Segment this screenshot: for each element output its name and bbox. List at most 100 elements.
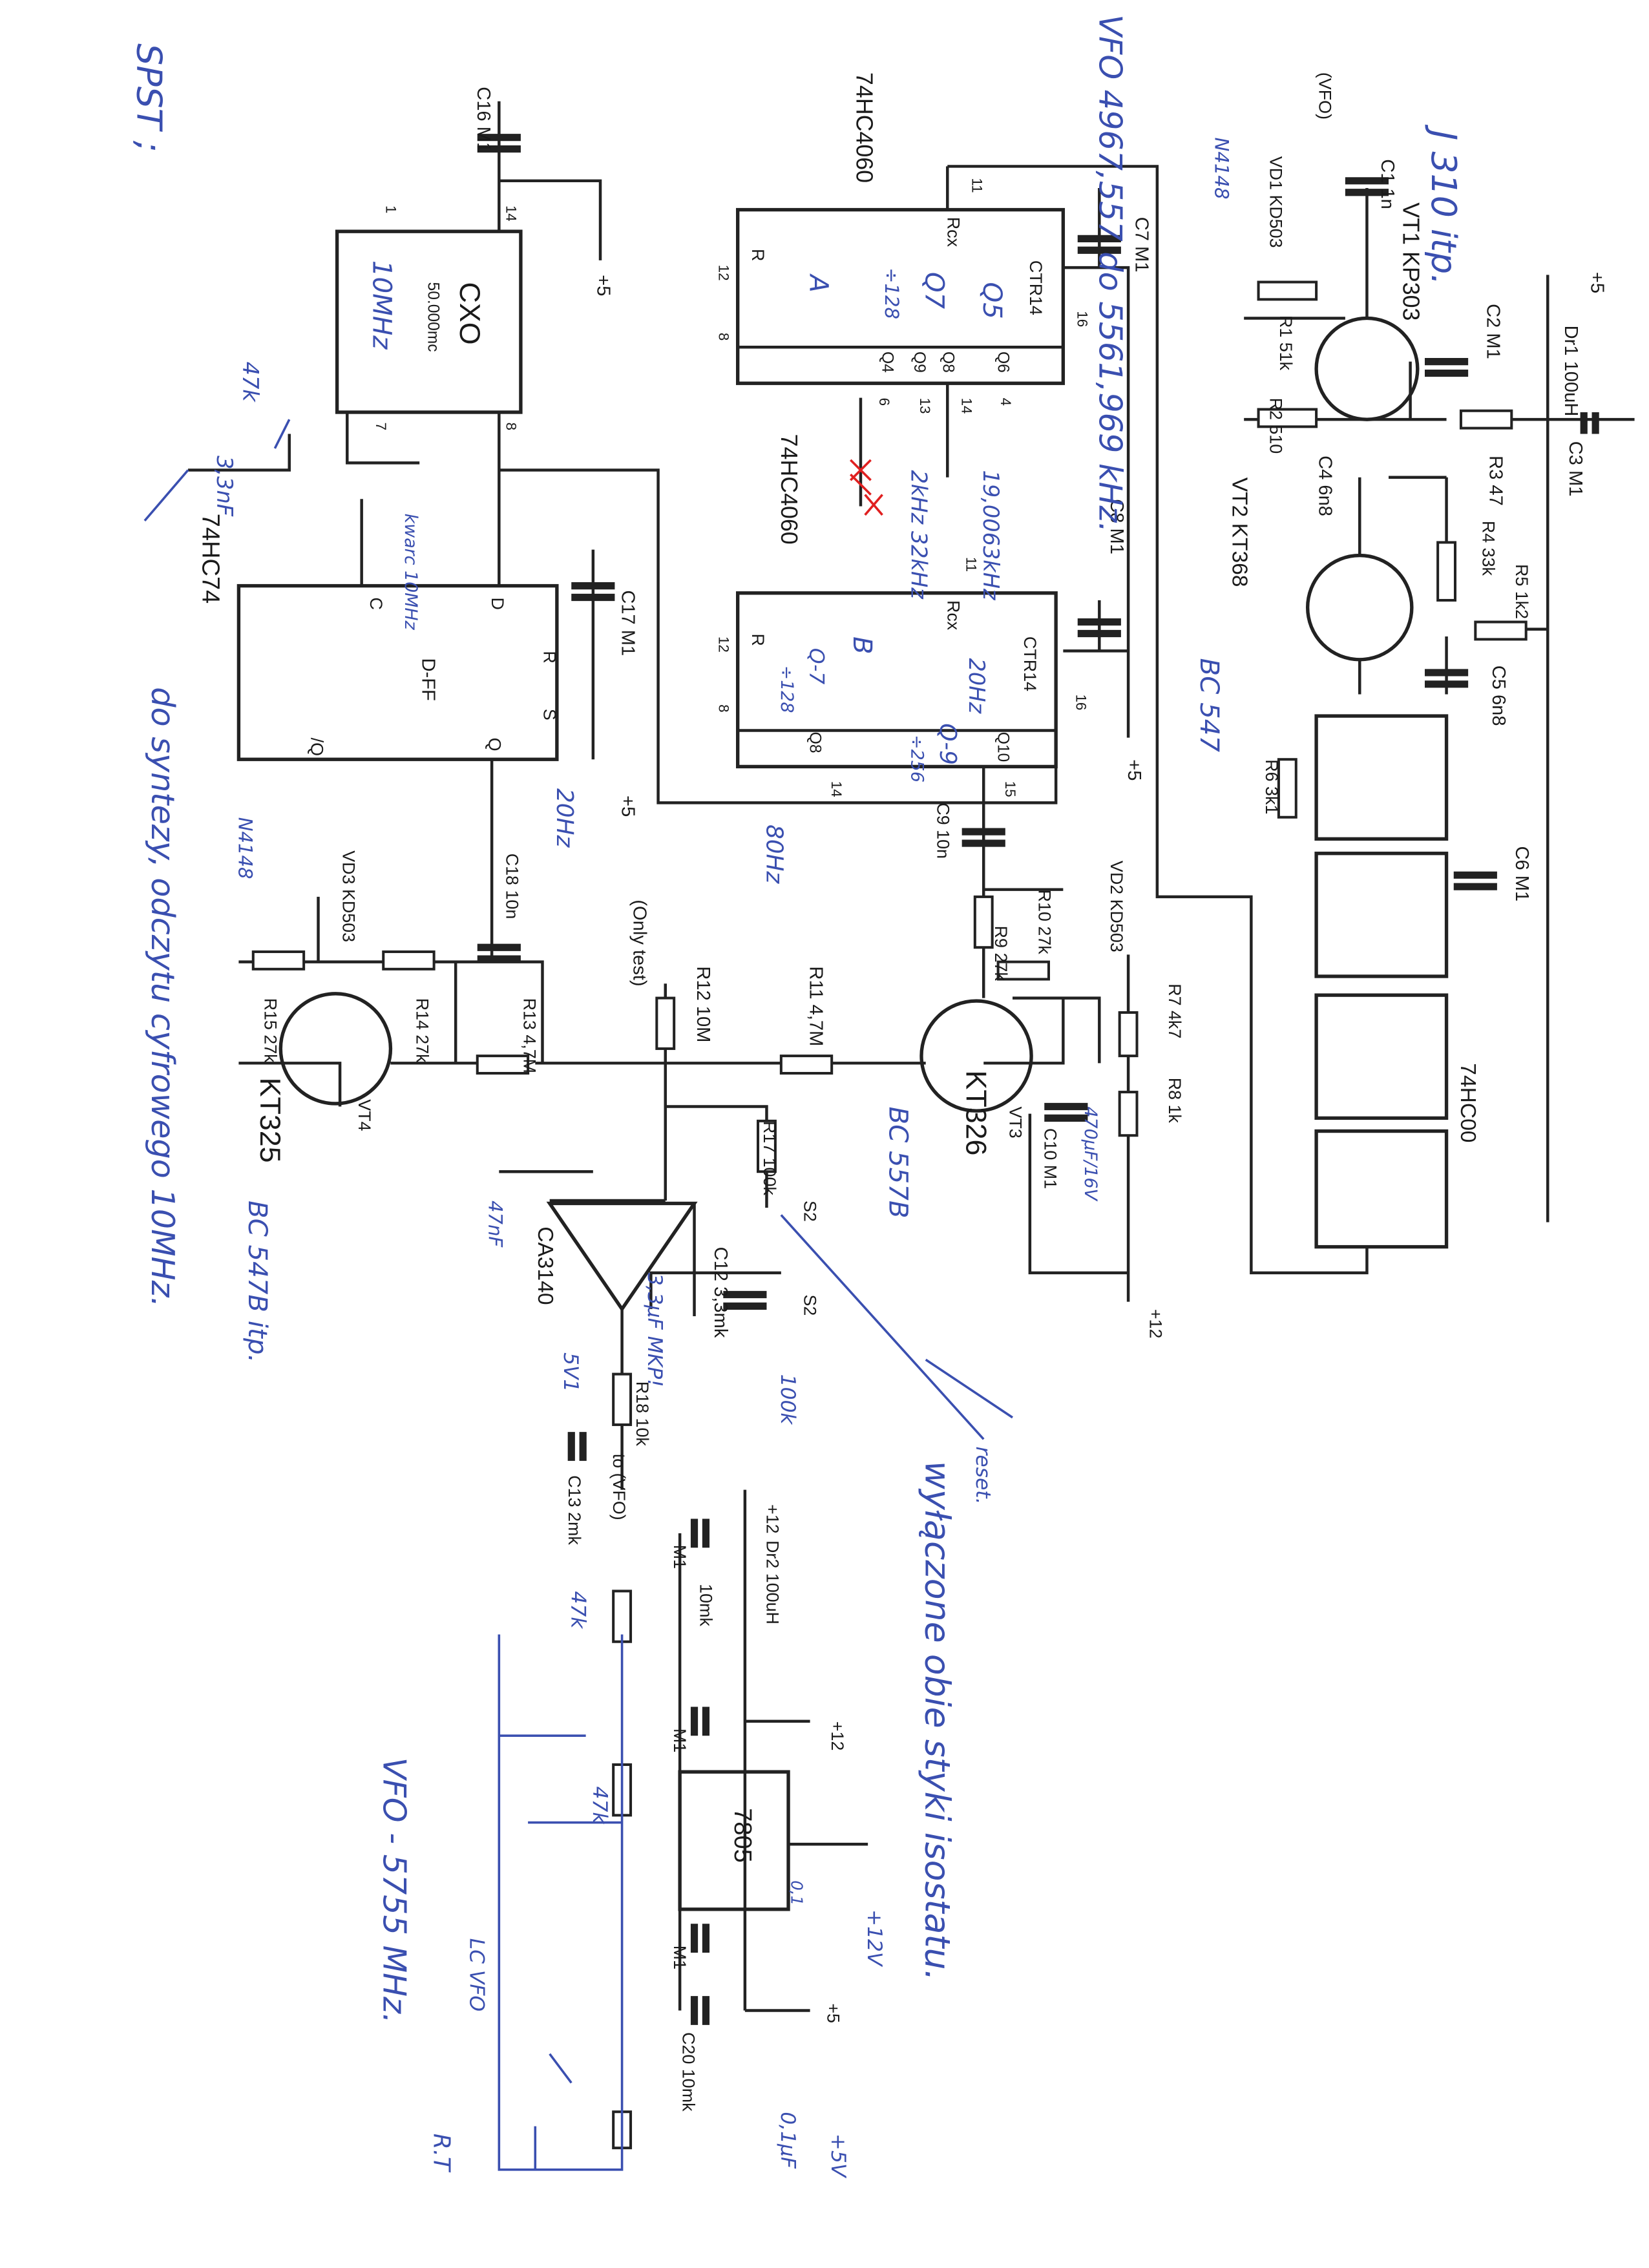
d-label: D (488, 598, 507, 610)
kvarc-label: kwarc 10MHz (401, 514, 421, 631)
capacitors (477, 134, 1599, 2025)
pin8-label: 8 (503, 423, 520, 430)
c6-label: C6 M1 (1511, 846, 1532, 902)
div128-a-label: ÷128 (881, 268, 903, 319)
vt3-label: VT3 (1006, 1106, 1025, 1138)
r6-label: R6 3k1 (1262, 759, 1281, 814)
plus5v-label: +5V (826, 2134, 850, 2179)
c8-label: C8 M1 (1106, 499, 1127, 554)
r-a-label: R (748, 249, 768, 261)
spst-label: SPST ; (129, 43, 170, 152)
pin11-b-label: 11 (963, 557, 979, 572)
kt326-label: KT326 (960, 1071, 992, 1156)
rcx-b-label: Rcx (943, 600, 963, 631)
c7-label: C7 M1 (1131, 217, 1151, 273)
vd2-label: VD2 KD503 (1107, 861, 1126, 952)
bc557b-label: BC 557B (883, 1106, 914, 1218)
div-a-label: A (804, 273, 834, 293)
handwritten-marks (143, 419, 1014, 2171)
r12-label: R12 10M (693, 966, 713, 1042)
plus12v-label: +12V (863, 1909, 886, 1968)
c33u-label: 3,3µF MKP! (643, 1273, 666, 1387)
z5v1-label: 5V1 (559, 1352, 582, 1392)
r13-label: R13 4,7M (520, 998, 539, 1073)
bc547-label: BC 547 (1194, 658, 1224, 753)
pin8-b-label: 8 (716, 704, 732, 712)
s2-b-label: S2 (801, 1294, 820, 1316)
r2-label: R2 510 (1266, 398, 1285, 454)
r18-label: R18 10k (633, 1381, 652, 1447)
plus5-a-label: +5 (1586, 272, 1607, 293)
cap470-label: 470µF/16V (1080, 1106, 1100, 1201)
hc00-label: 74HC00 (1456, 1063, 1480, 1142)
c2-label: C2 M1 (1482, 304, 1503, 359)
pin16-b-label: 16 (1073, 694, 1089, 710)
c17-label: C17 M1 (618, 590, 638, 656)
gate-2 (1314, 852, 1449, 978)
c4-label: C4 6n8 (1315, 456, 1336, 516)
f-80hz-label: 80Hz (761, 824, 787, 884)
ic-cxo (335, 229, 523, 414)
plus5-c-label: +5 (823, 2003, 843, 2023)
c-label: C (366, 598, 386, 610)
r14-label: R14 27k (413, 998, 432, 1064)
r5-label: R5 1k2 (1512, 564, 1531, 619)
pin7-label: 7 (373, 423, 389, 430)
pin8-a-label: 8 (716, 333, 732, 341)
pin4-a-label: 4 (998, 398, 1014, 406)
pin15-b-label: 15 (1002, 781, 1018, 797)
f-20hz-b-label: 20Hz (551, 788, 578, 848)
u7805-label: 7805 (729, 1808, 756, 1863)
r47k-label: 47k (238, 362, 263, 403)
q9-a-label: Q9 (910, 352, 928, 373)
reset-label: reset. (971, 1447, 994, 1505)
vfo-range-label: VFO 4967,557 do 5561,969 kHz. (1091, 14, 1129, 532)
dr2-label: Dr2 100uH (762, 1540, 782, 1624)
r15-label: R15 27k (261, 998, 280, 1064)
pin13-a-label: 13 (917, 398, 933, 414)
c33-label: 3,3nF (212, 456, 237, 517)
c3-label: C3 M1 (1565, 441, 1586, 497)
f-19-label: 19,0063kHz (978, 470, 1003, 601)
cxo-label: CXO (454, 282, 486, 345)
q4-a-label: Q4 (879, 352, 896, 373)
vd3-label: VD3 KD503 (339, 850, 359, 942)
pin1-label: 1 (383, 205, 399, 213)
dff-label: D-FF (418, 658, 439, 701)
note-switch-label: wyłączone obie styki isostatu. (918, 1461, 958, 1981)
n4148-b-label: N4148 (234, 817, 256, 879)
vfo-in-label: (VFO) (1316, 72, 1335, 120)
dr1-label: Dr1 100uH (1560, 326, 1581, 417)
q9-b-label: Q-9 (934, 723, 961, 765)
pin14-a-label: 14 (959, 398, 975, 414)
r17-label: R17 100k (760, 1121, 779, 1196)
gate-4 (1314, 1129, 1449, 1249)
left-note-label: do syntezy, odczytu cyfrowego 10MHz. (144, 687, 182, 1307)
vd1-label: VD1 KD503 (1266, 156, 1285, 248)
only-test-label: (Only test) (629, 899, 650, 986)
vt1-label: VT1 KP303 (1398, 202, 1423, 320)
c16-label: C16 M1 (473, 87, 494, 152)
pin11-a-label: 11 (969, 178, 985, 193)
plus12-a-label: +12 (1146, 1309, 1166, 1339)
pin12-a-label: 12 (716, 265, 732, 281)
c13-label: C13 2mk (565, 1475, 584, 1545)
c1-label: C1 1n (1377, 159, 1398, 209)
c01b-label: 0,1µF (776, 2112, 799, 2169)
c12-label: C12 3,3mk (710, 1247, 731, 1338)
hc4060-a-label: 74HC4060 (851, 72, 877, 183)
c47n-label: 47nF (485, 1201, 507, 1248)
hc74-label: 74HC74 (196, 514, 224, 604)
cxo-10mhz-label: 10MHz (367, 260, 397, 350)
r1-label: R1 51k (1276, 315, 1296, 371)
r9-label: R9 27k (991, 926, 1011, 982)
n4148-a-label: N4148 (1210, 138, 1232, 200)
pin6-a-label: 6 (876, 398, 892, 406)
ca3140-label: CA3140 (533, 1226, 557, 1305)
ic-74hc74-dff (236, 583, 559, 761)
ic-74hc4060-b (736, 591, 1058, 769)
pin14-b-label: 14 (828, 781, 845, 797)
pin14-label: 14 (503, 205, 520, 222)
c10mk-label: 10mk (696, 1584, 715, 1626)
